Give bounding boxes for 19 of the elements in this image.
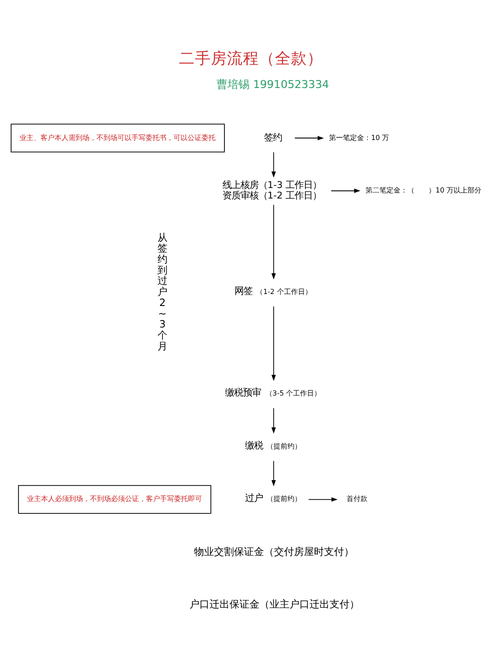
label: 户口迁出保证金（业主户口迁出支付） — [190, 599, 360, 610]
diagram-title: 二手房流程（全款） — [179, 49, 324, 68]
arrow — [271, 460, 276, 486]
node-text: 缴税 — [244, 440, 263, 451]
arrow — [271, 151, 276, 178]
arrow — [308, 496, 338, 502]
label: 从签约到过户2~3个月 — [158, 232, 168, 352]
label: 曹培锡 19910523334 — [216, 78, 329, 91]
arrow — [271, 407, 276, 434]
node-text: 过户 — [244, 492, 263, 504]
node-text: 网签 — [234, 286, 252, 297]
arrow — [271, 306, 276, 381]
label: 物业交割保证金（交付房屋时支付） — [194, 546, 354, 558]
arrow — [330, 188, 360, 192]
node-text: 缴税预审 — [225, 387, 262, 398]
arrow — [294, 135, 324, 140]
node-text: 线上核房（1-3 工作日） 资质审核（1-2 工作日） — [222, 180, 322, 201]
arrow — [271, 204, 276, 279]
node-text: 签约 — [264, 132, 282, 143]
